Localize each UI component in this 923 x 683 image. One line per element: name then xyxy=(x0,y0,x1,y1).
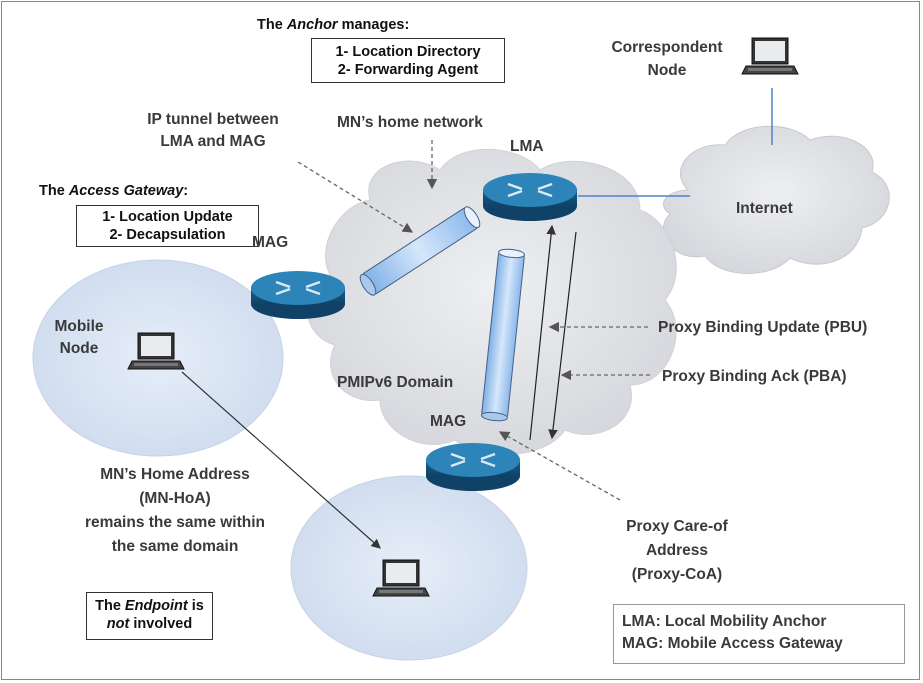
gateway-item-1: 1- Location Update xyxy=(102,209,233,225)
laptop-icon xyxy=(127,332,185,370)
pba-label: Proxy Binding Ack (PBA) xyxy=(662,368,847,385)
tunnel-mag-lma-diagonal xyxy=(359,206,481,296)
lma-label: LMA xyxy=(510,138,544,155)
anchor-box: 1- Location Directory 2- Forwarding Agen… xyxy=(311,38,505,83)
endpoint-line-2: not involved xyxy=(87,615,212,633)
anchor-header-emph: Anchor xyxy=(286,17,338,33)
home-address-line-1: MN’s Home Address xyxy=(100,466,250,483)
mobile-node-label: Mobile Node xyxy=(44,317,114,358)
home-address-line-4: the same domain xyxy=(111,538,239,555)
proxy-coa-line-1: Proxy Care-of xyxy=(626,518,728,535)
pmipv6-domain-label: PMIPv6 Domain xyxy=(337,374,454,391)
ip-tunnel-line-1: IP tunnel between xyxy=(147,111,279,128)
home-address-label: MN’s Home Address (MN-HoA) remains the s… xyxy=(66,465,284,556)
pba-arrow xyxy=(548,231,577,440)
internet-label: Internet xyxy=(736,200,793,217)
mag-bottom-label: MAG xyxy=(430,413,467,430)
home-address-line-2: (MN-HoA) xyxy=(139,490,211,507)
gateway-box: 1- Location Update 2- Decapsulation xyxy=(76,205,259,247)
mag-top-label: MAG xyxy=(252,234,289,251)
gateway-header: The Access Gateway: xyxy=(39,183,188,199)
endpoint-l1-suffix: is xyxy=(187,598,204,614)
proxy-coa-line-3: (Proxy-CoA) xyxy=(631,566,723,583)
endpoint-line-1: The Endpoint is xyxy=(87,597,212,615)
router-icon xyxy=(483,173,577,221)
pmipv6-domain-cloud xyxy=(306,148,677,456)
gateway-header-emph: Access Gateway xyxy=(68,183,184,199)
anchor-item-1: 1- Location Directory xyxy=(335,44,481,60)
gateway-header-prefix: The xyxy=(39,183,69,199)
mobile-node-line-2: Node xyxy=(59,340,99,357)
correspondent-line-1: Correspondent xyxy=(611,39,723,56)
mobile-node-line-1: Mobile xyxy=(54,318,104,335)
pbu-arrow xyxy=(529,224,556,441)
mobile-node-move-arrow xyxy=(181,371,381,549)
laptop-icon xyxy=(372,559,430,597)
correspondent-line-2: Node xyxy=(647,62,687,79)
ip-tunnel-pointer xyxy=(297,161,414,233)
endpoint-l1-emph: Endpoint xyxy=(124,598,188,614)
ip-tunnel-line-2: LMA and MAG xyxy=(160,133,266,150)
router-icon xyxy=(426,443,520,491)
anchor-header-suffix: manages: xyxy=(337,17,410,33)
endpoint-l2-emph: not xyxy=(106,616,130,632)
gateway-item-2: 2- Decapsulation xyxy=(109,227,226,243)
anchor-header-prefix: The xyxy=(257,17,287,33)
tunnel-lma-mag-vertical xyxy=(480,248,526,422)
laptop-icon xyxy=(741,37,799,75)
proxy-coa-pointer xyxy=(498,431,621,501)
endpoint-box: The Endpoint is not involved xyxy=(86,592,213,640)
correspondent-node-label: Correspondent Node xyxy=(592,38,742,80)
gateway-header-suffix: : xyxy=(183,183,189,199)
legend-lma: LMA: Local Mobility Anchor xyxy=(622,613,827,630)
endpoint-l1-prefix: The xyxy=(95,598,125,614)
home-address-line-3: remains the same within xyxy=(84,514,266,531)
pbu-label: Proxy Binding Update (PBU) xyxy=(658,319,868,336)
anchor-header: The Anchor manages: xyxy=(257,17,409,33)
endpoint-l2-suffix: involved xyxy=(129,616,193,632)
legend-mag: MAG: Mobile Access Gateway xyxy=(622,635,843,652)
anchor-item-2: 2- Forwarding Agent xyxy=(337,62,479,78)
legend-box: LMA: Local Mobility Anchor MAG: Mobile A… xyxy=(613,604,905,664)
home-network-label: MN’s home network xyxy=(337,114,483,131)
ip-tunnel-label: IP tunnel between LMA and MAG xyxy=(128,110,298,151)
proxy-coa-label: Proxy Care-of Address (Proxy-CoA) xyxy=(612,517,742,584)
proxy-coa-line-2: Address xyxy=(645,542,709,559)
router-icon xyxy=(251,271,345,319)
